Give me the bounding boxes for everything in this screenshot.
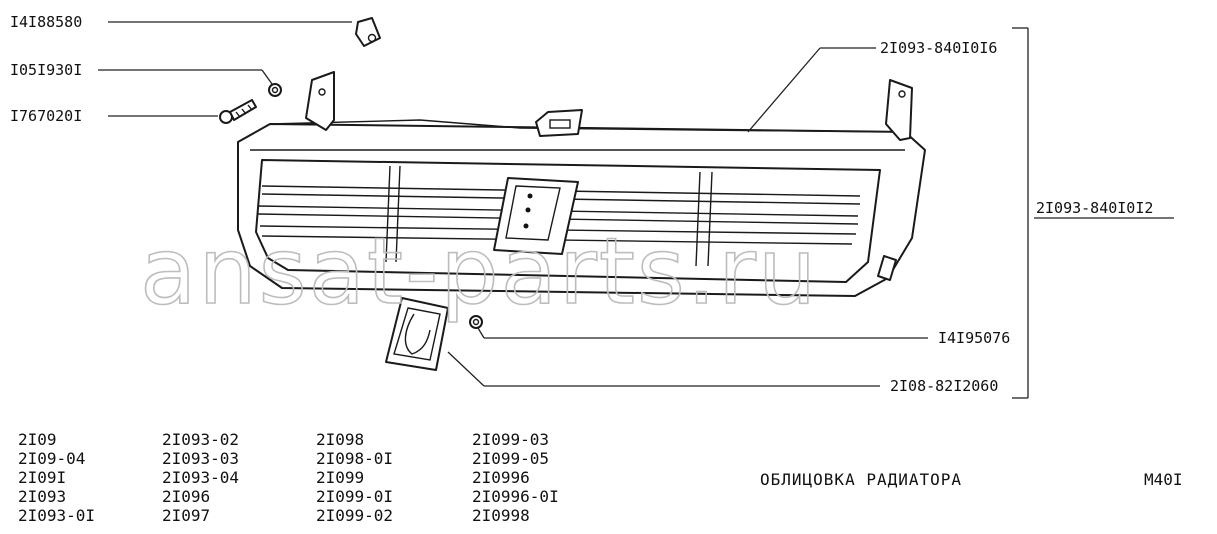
emblem-part bbox=[385, 297, 449, 371]
models-col-4: 2I099-03 2I099-05 2I0996 2I0996-0I 2I099… bbox=[472, 430, 559, 525]
model-code: 2I098-0I bbox=[316, 449, 394, 468]
model-code: 2I093-03 bbox=[162, 449, 240, 468]
leader-lines bbox=[98, 21, 1174, 399]
model-code: 2I093 bbox=[18, 487, 67, 506]
nut-part bbox=[268, 83, 282, 97]
model-code: 2I093-02 bbox=[162, 430, 240, 449]
model-code: 2I09I bbox=[18, 468, 67, 487]
watermark: ansat-parts.ru bbox=[140, 218, 818, 325]
label-2i08-82i2060: 2I08-82I2060 bbox=[890, 377, 998, 395]
model-code: 2I099-02 bbox=[316, 506, 394, 525]
model-code: 2I0998 bbox=[472, 506, 530, 525]
diagram-title: ОБЛИЦОВКА РАДИАТОРА bbox=[760, 470, 963, 489]
model-code: 2I09-04 bbox=[18, 449, 86, 468]
clip-part bbox=[355, 17, 381, 47]
sheet-code: М40I bbox=[1144, 470, 1183, 489]
model-code: 2I0996 bbox=[472, 468, 530, 487]
model-code: 2I099 bbox=[316, 468, 365, 487]
radiator-grille bbox=[237, 71, 926, 297]
model-code: 2I0996-0I bbox=[472, 487, 559, 506]
label-i767020i: I767020I bbox=[10, 107, 82, 125]
label-i4i88580: I4I88580 bbox=[10, 13, 82, 31]
model-code: 2I093-0I bbox=[18, 506, 96, 525]
label-2i093-840i0i6: 2I093-840I0I6 bbox=[880, 39, 997, 57]
model-code: 2I099-0I bbox=[316, 487, 394, 506]
models-col-1: 2I09 2I09-04 2I09I 2I093 2I093-0I bbox=[18, 430, 95, 525]
label-i05i930i: I05I930I bbox=[10, 61, 82, 79]
model-code: 2I099-05 bbox=[472, 449, 550, 468]
screw-part bbox=[219, 99, 257, 124]
models-col-2: 2I093-02 2I093-03 2I093-04 2I096 2I097 bbox=[162, 430, 239, 525]
model-code: 2I09 bbox=[18, 430, 57, 449]
models-col-3: 2I098 2I098-0I 2I099 2I099-0I 2I099-02 bbox=[316, 430, 393, 525]
model-code: 2I096 bbox=[162, 487, 211, 506]
emblem-nut-part bbox=[469, 315, 483, 329]
model-code: 2I093-04 bbox=[162, 468, 240, 487]
label-i4i95076: I4I95076 bbox=[938, 329, 1010, 347]
model-code: 2I098 bbox=[316, 430, 365, 449]
model-code: 2I097 bbox=[162, 506, 211, 525]
label-2i093-840i0i2: 2I093-840I0I2 bbox=[1036, 199, 1153, 217]
model-code: 2I099-03 bbox=[472, 430, 550, 449]
